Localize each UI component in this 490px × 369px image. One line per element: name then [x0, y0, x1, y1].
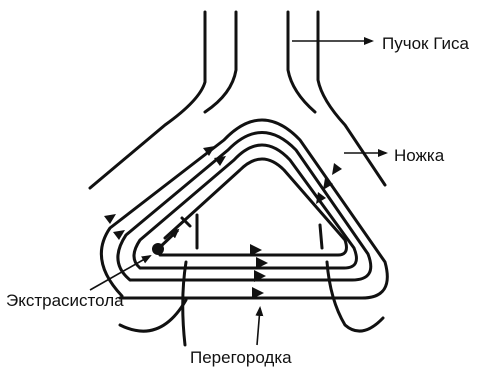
his-inner-left [205, 12, 236, 112]
reentry-loop-inner [134, 145, 356, 268]
his-bundle-left-wall [90, 12, 205, 188]
arrow-left-3 [104, 214, 116, 224]
his-inner-right [288, 12, 315, 112]
septum-right-wall [320, 225, 383, 331]
reentry-loop-outer [101, 120, 387, 298]
arrow-right-3 [332, 163, 342, 175]
extrasystole-label: Экстрасистола [6, 292, 124, 309]
his-bundle-label: Пучок Гиса [382, 35, 469, 52]
pointer-extrasystole [90, 256, 150, 290]
his-bundle-right-wall [318, 12, 385, 185]
reentry-loop-mid [118, 133, 371, 281]
septum-bottom-left-curve [120, 300, 186, 331]
pointer-septum [257, 308, 260, 345]
bundle-branch-label: Ножка [394, 147, 444, 164]
extrasystole-wave [158, 230, 178, 249]
reentry-loop-innermost [160, 159, 346, 255]
septum-label: Перегородка [190, 349, 292, 366]
